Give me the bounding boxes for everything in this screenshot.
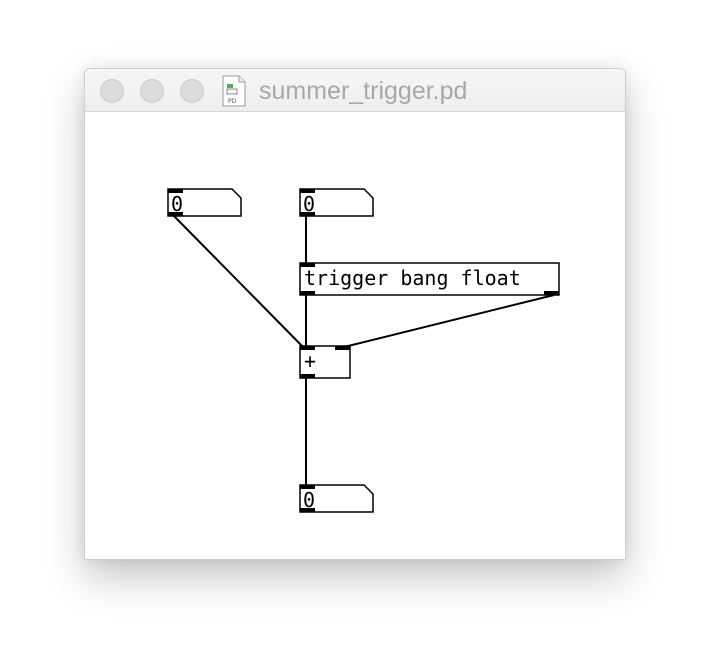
inlet[interactable] — [168, 189, 183, 193]
minimize-button[interactable] — [140, 79, 164, 103]
outlet-left[interactable] — [300, 291, 315, 295]
trigger-object[interactable]: trigger bang float — [299, 262, 560, 296]
number-box-output-value: 0 — [303, 488, 315, 512]
pd-file-icon: PD — [222, 75, 246, 107]
inlet[interactable] — [300, 189, 315, 193]
inlet[interactable] — [300, 263, 315, 267]
patch-window: PD summer_trigger.pd 0 0 — [84, 68, 626, 560]
number-box-right[interactable]: 0 — [299, 188, 374, 217]
number-box-output[interactable]: 0 — [299, 484, 374, 513]
plus-object[interactable]: + — [299, 345, 351, 379]
outlet[interactable] — [300, 212, 315, 216]
zoom-button[interactable] — [180, 79, 204, 103]
connection-trigger-right-to-plus-right[interactable] — [339, 294, 555, 349]
file-icon-label: PD — [228, 98, 237, 105]
outlet[interactable] — [300, 508, 315, 512]
title-bar[interactable]: PD summer_trigger.pd — [85, 69, 625, 112]
outlet[interactable] — [168, 212, 183, 216]
inlet-left[interactable] — [300, 346, 315, 350]
patch-graph[interactable]: 0 0 trigger bang float — [85, 112, 625, 559]
outlet-right[interactable] — [544, 291, 559, 295]
outlet[interactable] — [300, 374, 315, 378]
inlet[interactable] — [300, 485, 315, 489]
close-button[interactable] — [100, 79, 124, 103]
number-box-right-value: 0 — [303, 192, 315, 216]
plus-object-text: + — [304, 349, 316, 373]
patch-canvas[interactable]: 0 0 trigger bang float — [85, 112, 625, 559]
number-box-left[interactable]: 0 — [167, 188, 242, 217]
inlet-right[interactable] — [335, 346, 350, 350]
trigger-object-text: trigger bang float — [304, 266, 521, 290]
window-title: summer_trigger.pd — [259, 77, 468, 105]
number-box-left-value: 0 — [171, 192, 183, 216]
connection-left-number-to-plus[interactable] — [172, 214, 306, 350]
